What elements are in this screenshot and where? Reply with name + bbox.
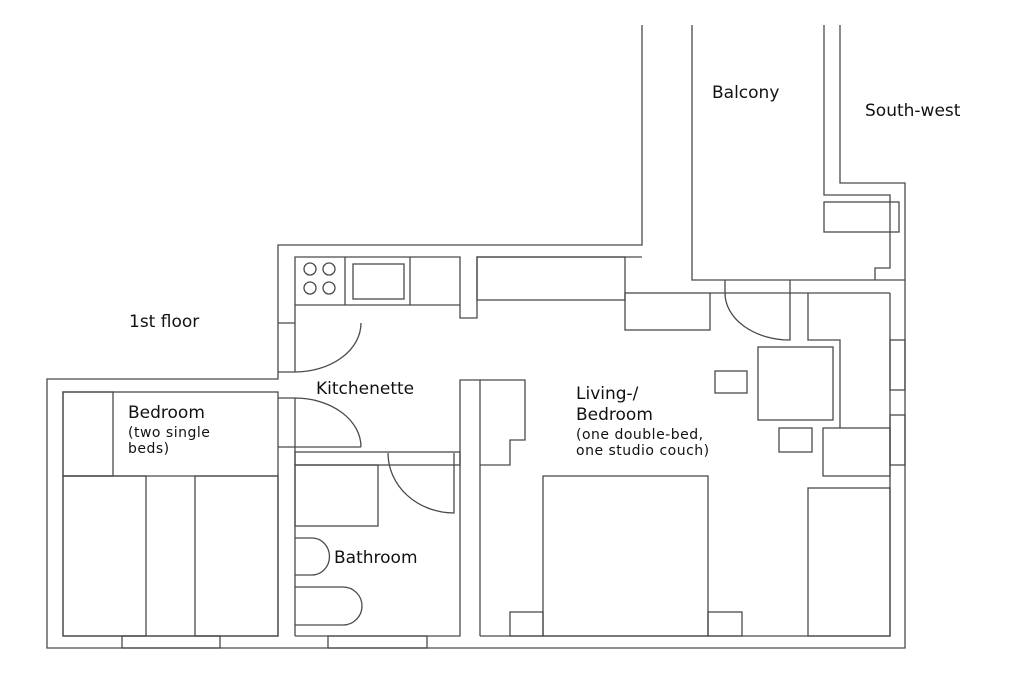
kitchen-inner-wall <box>294 256 642 323</box>
living-note: (one double-bed, <box>576 427 704 443</box>
side-table <box>822 427 891 477</box>
sink <box>352 263 405 300</box>
window <box>889 339 906 391</box>
wardrobe <box>807 293 841 428</box>
toilet <box>295 586 363 626</box>
bedroom-window <box>121 635 221 649</box>
bedroom-door-swing <box>294 397 362 448</box>
bathroom-wall <box>294 451 461 466</box>
bathroom-window <box>327 635 428 649</box>
nightstand <box>707 611 743 637</box>
balcony-door-swing <box>724 280 791 341</box>
window <box>889 414 906 466</box>
orientation-label: South-west <box>865 101 961 121</box>
stove-burner <box>303 262 317 276</box>
living-inner-wall <box>480 293 891 637</box>
stove-burner <box>322 262 336 276</box>
stove-burner <box>303 281 317 295</box>
dining-table <box>757 346 834 421</box>
outer-wall <box>46 25 906 649</box>
living-label: Living-/ <box>576 384 639 404</box>
kitchenette-label: Kitchenette <box>316 379 415 399</box>
living-label: Bedroom <box>576 405 653 425</box>
living-cabinet <box>480 379 526 466</box>
living-note: one studio couch) <box>576 443 710 459</box>
bedroom-note: beds) <box>128 441 170 457</box>
chair <box>778 427 813 453</box>
cabinet <box>624 292 711 331</box>
shelf <box>476 256 626 301</box>
bathroom-inner-wall <box>295 379 481 637</box>
stove-burner <box>322 281 336 295</box>
shower <box>294 464 379 527</box>
bathroom-label: Bathroom <box>334 548 418 568</box>
bedroom-note: (two single <box>128 425 211 441</box>
double-bed <box>542 475 709 637</box>
chair <box>714 370 748 394</box>
nightstand <box>509 611 544 637</box>
single-bed-2 <box>194 475 279 637</box>
balcony-inner <box>823 25 891 280</box>
single-bed-1 <box>62 475 147 637</box>
bathroom-door-swing <box>387 452 455 514</box>
wardrobe <box>62 391 114 477</box>
balcony-planter <box>823 201 900 233</box>
bedroom-label: Bedroom <box>128 403 205 423</box>
floor-label: 1st floor <box>129 312 200 332</box>
balcony-outline <box>691 25 906 281</box>
studio-couch <box>807 487 891 637</box>
entrance-door-swing <box>294 322 362 373</box>
balcony-label: Balcony <box>712 83 780 103</box>
washbasin <box>295 537 331 576</box>
